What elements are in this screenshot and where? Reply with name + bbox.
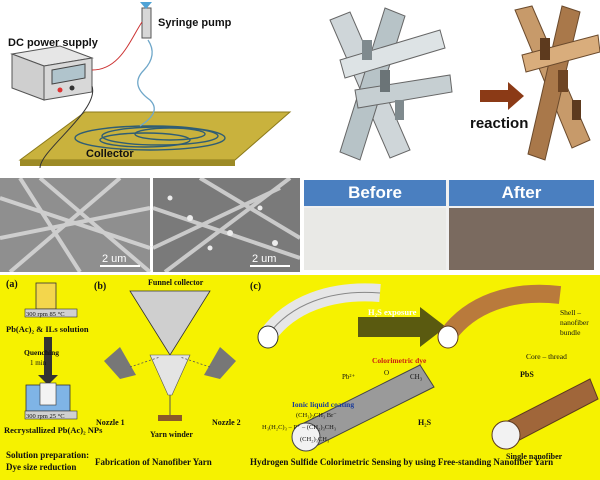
core-label: Core – thread	[526, 352, 567, 361]
pb-label: Pb²⁺	[342, 373, 355, 381]
electrospinning-setup-illustration: DC power supply Syringe pump Collector	[0, 0, 300, 175]
o-label: O	[384, 369, 389, 377]
yarn-winder-icon	[158, 415, 182, 421]
reaction-label: reaction	[470, 115, 528, 132]
exposure-label: H₂S exposure	[368, 307, 417, 317]
nps-label: Recrystallized Pb(Ac)₂ NPs	[4, 425, 103, 435]
yarn-winder-label: Yarn winder	[150, 430, 193, 439]
panel-b-tag: (b)	[94, 281, 106, 292]
power-knob-icon	[70, 86, 75, 91]
beaker-hot-icon	[36, 283, 56, 309]
formula-3: (CH₂)₃CH₃	[300, 436, 329, 443]
after-swatch	[449, 208, 594, 270]
pbs-label: PbS	[520, 370, 534, 379]
shell-label-3: bundle	[560, 328, 581, 337]
power-knob-icon	[58, 88, 63, 93]
temp-cold-label: 300 rpm 25 °C	[26, 413, 65, 420]
schematic-panel: (a) 300 rpm 85 °C Pb(Ac)₂ & ILs solution…	[0, 275, 600, 480]
beaker-cold-icon	[40, 383, 56, 405]
caption-a-line1: Solution preparation:	[6, 450, 89, 460]
h2s-label: H₂S	[418, 418, 432, 427]
shell-label-1: Shell –	[560, 308, 581, 317]
ionic-label: Ionic liquid coating	[292, 400, 354, 409]
syringe-icon	[142, 8, 151, 38]
reaction-illustration: reaction	[300, 0, 600, 175]
wire-positive	[92, 22, 142, 70]
quench-label: Quenching	[24, 348, 59, 357]
before-swatch	[304, 208, 446, 270]
yarn-white-end	[258, 326, 278, 348]
formula-2: H₃(H₂C)₃ – P⁺ – (CH₂)₃CH₃	[262, 424, 336, 431]
caption-b: Fabrication of Nanofiber Yarn	[95, 457, 212, 467]
panel-c-tag: (c)	[250, 281, 261, 292]
formula-1: (CH₃)₃CH₃ Br⁻	[296, 412, 337, 419]
yarn-brown-end	[438, 326, 458, 348]
after-header: After	[449, 180, 594, 206]
solution-label: Pb(Ac)₂ & ILs solution	[6, 324, 89, 334]
ch3-label: CH₃	[410, 373, 423, 381]
scale-label-left: 2 um	[102, 253, 126, 265]
sem-images: 2 um 2 um	[0, 178, 300, 272]
collector-plate	[20, 112, 290, 160]
panel-a-tag: (a)	[6, 279, 18, 290]
before-header: Before	[304, 180, 446, 206]
funnel-label: Funnel collector	[148, 278, 204, 287]
dc-power-label: DC power supply	[8, 37, 99, 49]
dye-label: Colorimetric dye	[372, 356, 427, 365]
caption-c: Hydrogen Sulfide Colorimetric Sensing by…	[250, 457, 553, 467]
color-test-panel: Before After	[304, 180, 594, 270]
nozzle-1-label: Nozzle 1	[96, 418, 125, 427]
collector-label: Collector	[86, 148, 134, 160]
syringe-pump-label: Syringe pump	[158, 17, 232, 29]
collector-plate-edge	[20, 160, 235, 166]
temp-hot-label: 300 rpm 85 °C	[26, 311, 65, 318]
nanofiber-brown-end	[492, 421, 520, 449]
scale-label-right: 2 um	[252, 253, 276, 265]
caption-a-line2: Dye size reduction	[6, 462, 76, 472]
quench-time-label: 1 min	[30, 359, 47, 367]
nozzle-2-label: Nozzle 2	[212, 418, 241, 427]
shell-label-2: nanofiber	[560, 318, 589, 327]
